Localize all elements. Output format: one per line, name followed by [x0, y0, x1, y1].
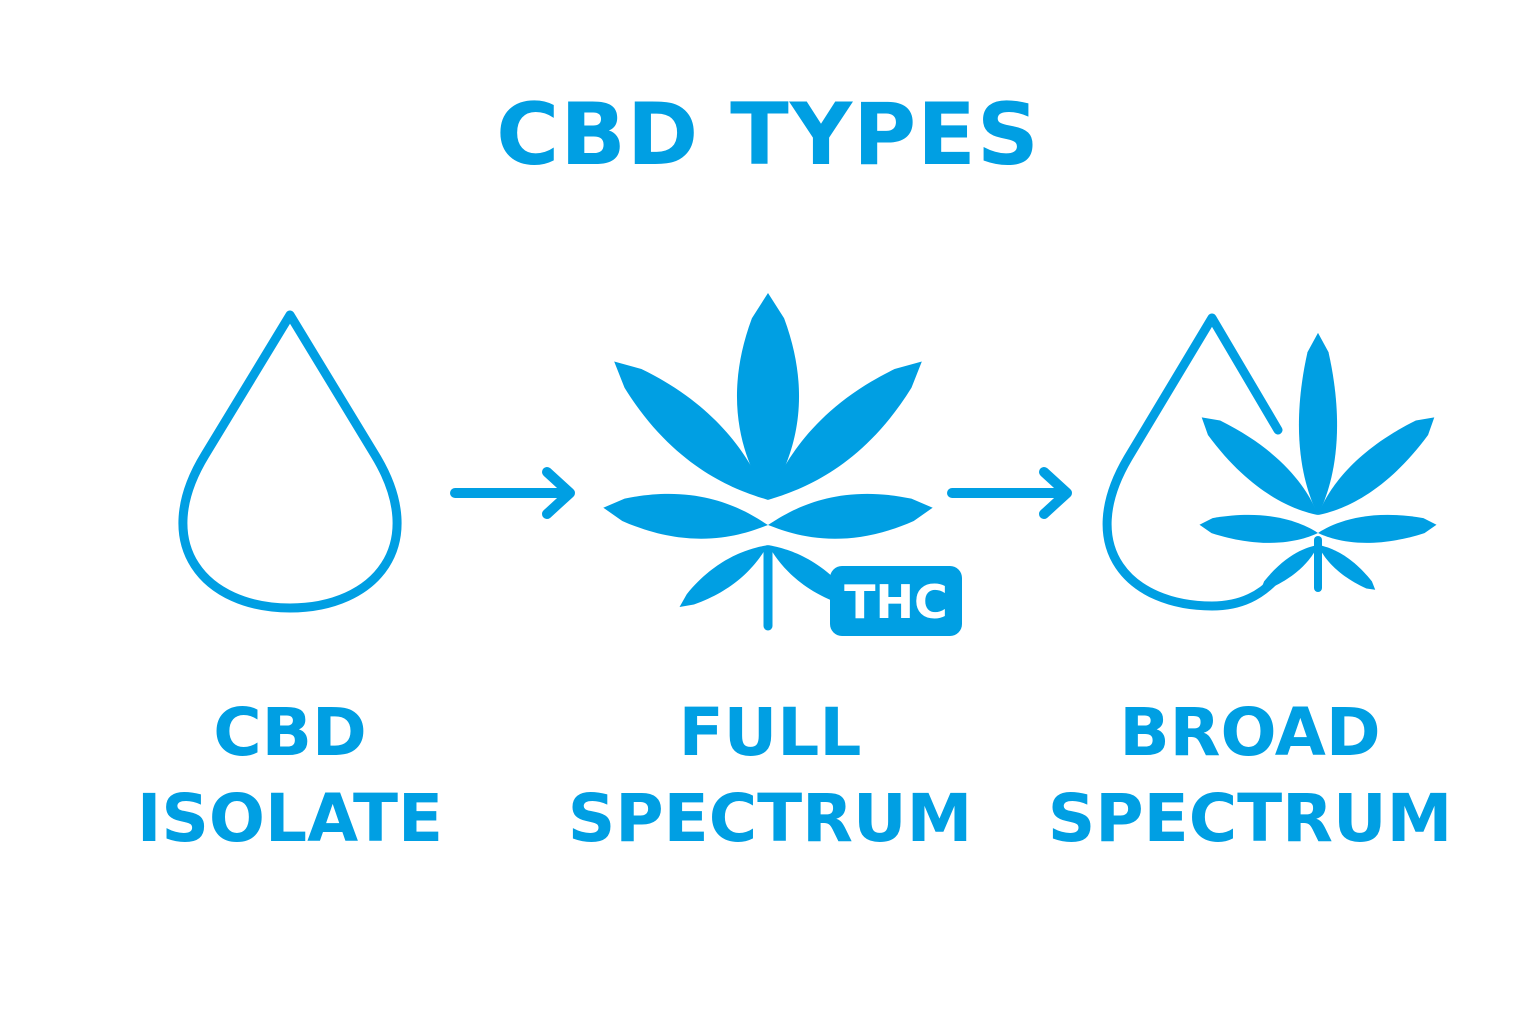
label-line: SPECTRUM [567, 780, 973, 857]
thc-badge: THC [830, 566, 962, 636]
drop-with-leaf-icon [1102, 313, 1446, 611]
drop-outline-icon [178, 310, 402, 613]
label-line: SPECTRUM [1047, 780, 1453, 857]
diagram-title: CBD TYPES [496, 85, 1040, 185]
label-line: BROAD [1119, 694, 1381, 771]
cannabis-leaf-icon [597, 293, 939, 631]
label-line: CBD [213, 694, 367, 771]
thc-badge-label: THC [844, 575, 948, 629]
arrow-right-icon [450, 467, 575, 519]
arrow-right-icon [947, 467, 1072, 519]
label-line: ISOLATE [136, 780, 444, 857]
label-line: FULL [678, 694, 862, 771]
label-full-spectrum: FULL SPECTRUM [565, 690, 975, 862]
label-broad-spectrum: BROAD SPECTRUM [1045, 690, 1455, 862]
label-cbd-isolate: CBD ISOLATE [90, 690, 490, 862]
